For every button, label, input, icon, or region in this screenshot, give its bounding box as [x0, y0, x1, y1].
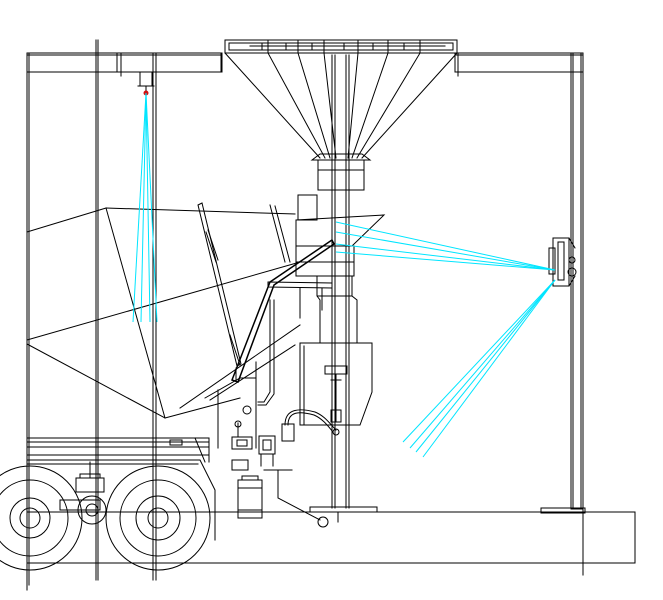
side-beam-5: [402, 279, 556, 443]
overhead-beam-3: [145, 92, 151, 323]
side-beam-6: [409, 279, 556, 449]
overhead-beam-1: [132, 92, 147, 323]
side-beam-4: [335, 251, 556, 271]
sensor-beams: [132, 92, 556, 458]
loading-hopper: [224, 39, 458, 191]
side-beam-8: [422, 279, 556, 458]
overhead-beam-4: [145, 92, 158, 323]
mixer-truck: [0, 202, 335, 571]
mixer-truck-wheel-1: [0, 465, 83, 571]
side-beam-1: [335, 221, 556, 271]
discharge-chute: [281, 194, 386, 442]
side-beam-3: [335, 243, 556, 271]
mixer-truck-wheel-3: [105, 465, 211, 571]
ground-slab: [26, 511, 636, 591]
side-beam-2: [335, 231, 556, 271]
overhead-sensor: [137, 71, 155, 96]
steel-frame: [26, 39, 586, 586]
overhead-beam-2: [140, 92, 147, 323]
side-sensor: [548, 237, 577, 287]
side-beam-7: [415, 279, 556, 453]
